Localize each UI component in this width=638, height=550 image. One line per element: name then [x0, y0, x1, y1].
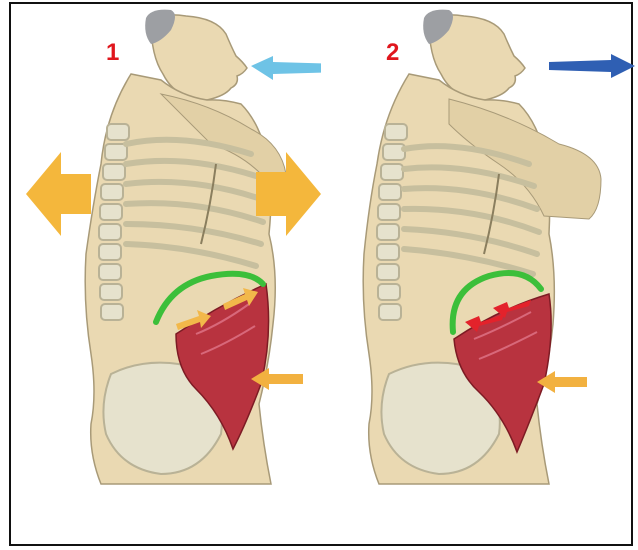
panel-inhalation: 1 [11, 4, 321, 544]
breath-out-arrow-icon [549, 54, 635, 78]
panel-exhalation: 2 [329, 4, 638, 544]
diagram-frame: 1 [9, 2, 633, 546]
torso-illustration-2 [329, 4, 638, 544]
expansion-left-arrow-icon [26, 152, 91, 236]
step-label-1: 1 [106, 39, 119, 67]
torso-illustration-1 [11, 4, 321, 544]
breath-in-arrow-icon [251, 56, 321, 80]
step-label-2: 2 [386, 39, 399, 67]
